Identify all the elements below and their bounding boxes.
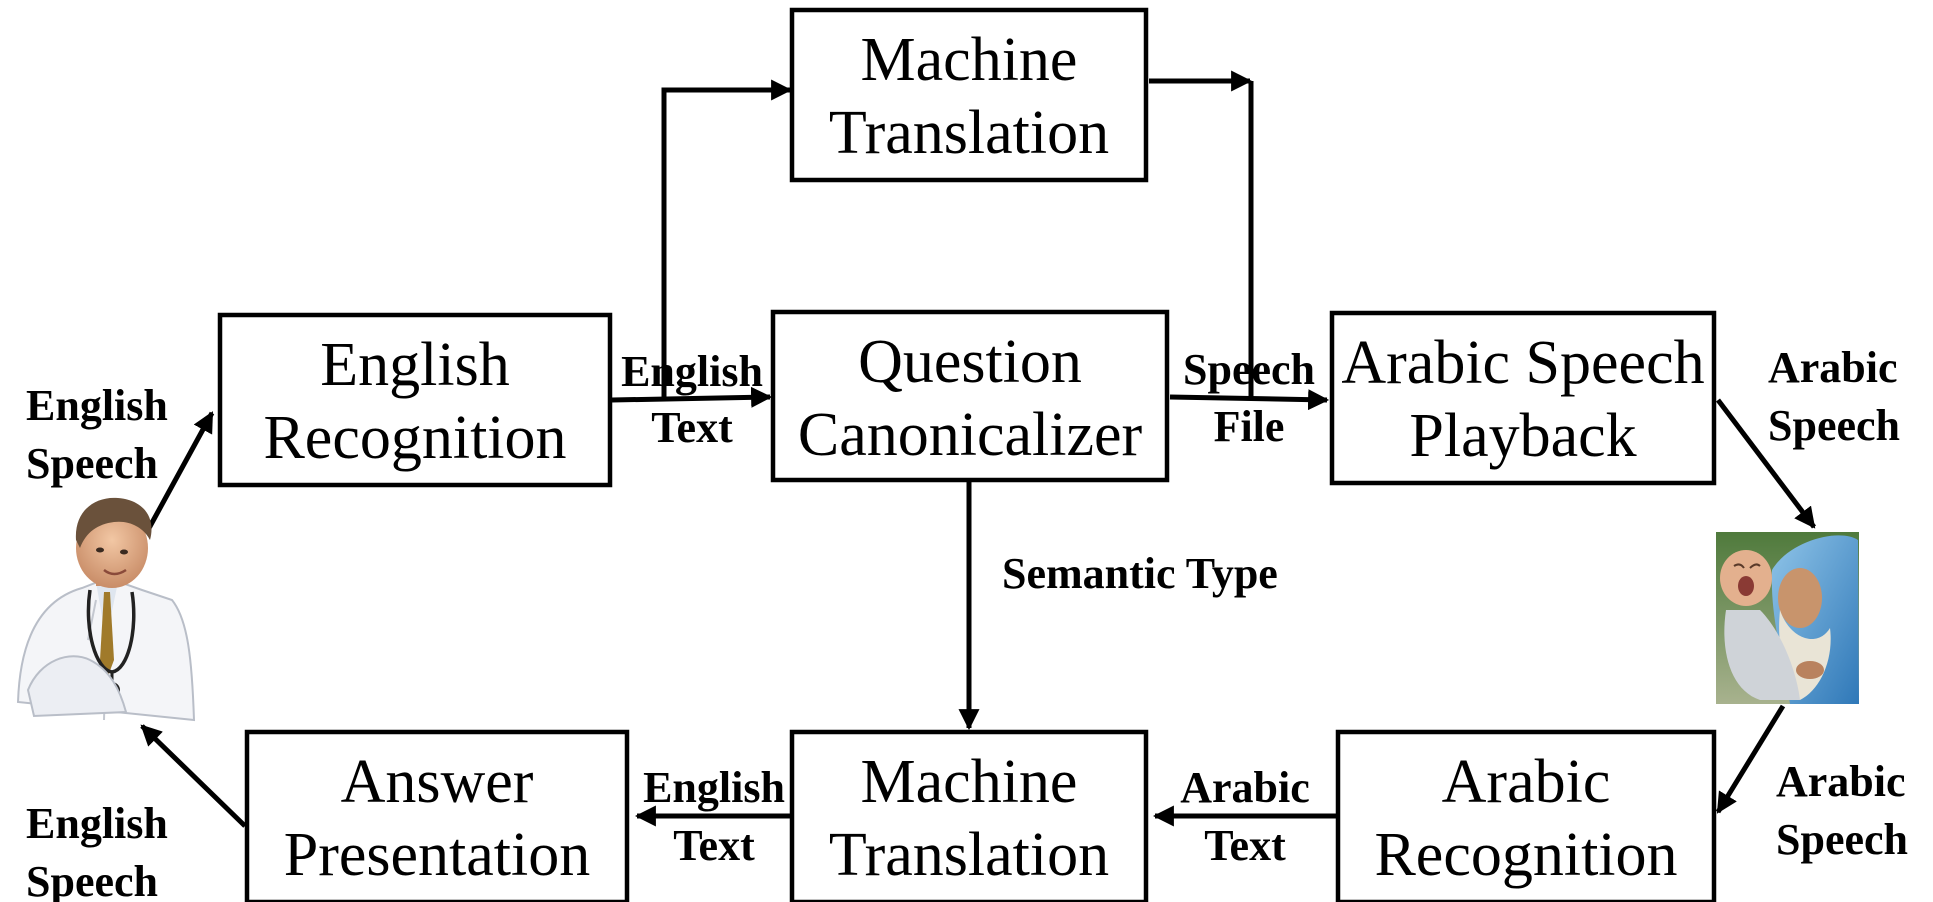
box-label-line2: Translation xyxy=(829,821,1109,889)
label-english-speech-out: English Speech xyxy=(26,799,168,902)
label-line1: English xyxy=(621,347,763,396)
label-line1: Arabic xyxy=(1768,343,1898,392)
box-label-line2: Canonicalizer xyxy=(798,401,1143,469)
answer-presentation-box: Answer Presentation xyxy=(244,729,630,902)
label-line2: Speech xyxy=(26,439,158,488)
label-arabic-speech-out: Arabic Speech xyxy=(1768,343,1900,450)
arrow-arabic-speech-out xyxy=(1716,398,1816,529)
box-label-line1: Arabic xyxy=(1442,748,1611,816)
label-semantic-type: Semantic Type xyxy=(1002,549,1278,598)
english-recognition-box: English Recognition xyxy=(217,312,613,488)
label-speech-file: Speech File xyxy=(1183,345,1315,451)
label-arabic-speech-in: Arabic Speech xyxy=(1776,757,1908,864)
box-label-line2: Recognition xyxy=(1374,821,1677,889)
arabic-speech-playback-box: Arabic Speech Playback xyxy=(1329,310,1717,486)
label-line2: Speech xyxy=(26,857,158,902)
box-label-line2: Presentation xyxy=(284,821,591,889)
mother-and-baby-image xyxy=(1716,532,1859,704)
label-english-text-top: English Text xyxy=(621,347,763,452)
label-line2: File xyxy=(1214,402,1285,451)
arrow-english-speech-in xyxy=(145,411,215,532)
arrow-speech-file xyxy=(1169,389,1330,411)
connectors xyxy=(140,70,1816,828)
label-line2: Speech xyxy=(1776,815,1908,864)
label-line1: English xyxy=(26,799,168,848)
label-line2: Speech xyxy=(1768,401,1900,450)
label-line1: Arabic xyxy=(1776,757,1906,806)
doctor-image xyxy=(16,497,196,722)
box-label-line2: Recognition xyxy=(263,404,566,472)
machine-translation-top-box: Machine Translation xyxy=(789,7,1149,183)
label-line2: Text xyxy=(673,821,755,870)
label-line2: Text xyxy=(1204,821,1286,870)
box-label-line1: Machine xyxy=(861,748,1078,816)
label-arabic-text: Arabic Text xyxy=(1180,763,1310,870)
box-label-line1: Machine xyxy=(861,26,1078,94)
label-line1: English xyxy=(26,381,168,430)
box-label-line1: Question xyxy=(858,328,1082,396)
label-line1: Arabic xyxy=(1180,763,1310,812)
arabic-recognition-box: Arabic Recognition xyxy=(1335,729,1717,902)
box-label-line1: Answer xyxy=(341,748,534,816)
arrow-english-speech-out xyxy=(140,724,247,828)
label-line1: English xyxy=(643,763,785,812)
arrow-to-top-translation xyxy=(661,79,793,400)
box-label-line2: Playback xyxy=(1409,402,1636,470)
question-canonicalizer-box: Question Canonicalizer xyxy=(770,309,1170,483)
label-english-text-bottom: English Text xyxy=(643,763,785,870)
label-line1: Speech xyxy=(1183,345,1315,394)
box-label-line1: Arabic Speech xyxy=(1341,329,1704,397)
box-label-line2: Translation xyxy=(829,99,1109,167)
arrow-english-text xyxy=(611,386,773,408)
box-label-line1: English xyxy=(320,331,509,399)
label-line2: Text xyxy=(651,403,733,452)
label-english-speech-in: English Speech xyxy=(26,381,168,488)
machine-translation-bottom-box: Machine Translation xyxy=(789,729,1149,902)
arrow-arabic-speech-in xyxy=(1715,704,1786,814)
